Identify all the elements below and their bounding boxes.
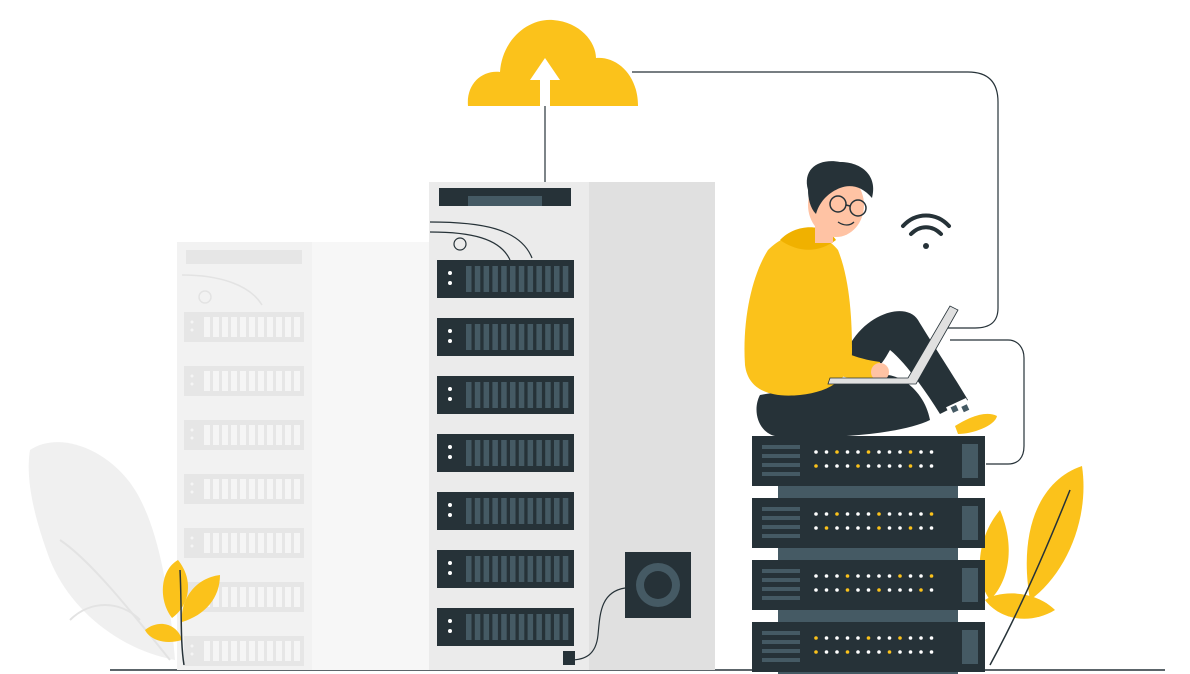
leaf-icon (145, 560, 220, 666)
drive-bay (437, 376, 574, 414)
person-with-laptop (744, 161, 997, 438)
faded-drive-bay (184, 636, 304, 666)
server-rack-stack (752, 436, 985, 674)
faded-drive-bay (184, 528, 304, 558)
rack-unit (752, 436, 985, 498)
drive-bay (437, 260, 574, 298)
cloud-upload-icon (467, 19, 638, 106)
drive-bay (437, 434, 574, 472)
background-leaf (28, 442, 175, 661)
cable-plug (563, 651, 575, 665)
wifi-icon (901, 213, 951, 249)
fan-icon (625, 552, 691, 618)
drive-bay (437, 492, 574, 530)
rack-unit (752, 622, 985, 674)
drive-bay (437, 608, 574, 646)
faded-drive-bay (184, 366, 304, 396)
network-cable-lower (950, 339, 1025, 465)
leaf-icon-right (979, 466, 1084, 666)
rack-unit (752, 560, 985, 622)
drive-bay (437, 318, 574, 356)
rack-unit (752, 498, 985, 560)
faded-drive-bay (184, 312, 304, 342)
faded-drive-bay (184, 474, 304, 504)
faded-server-tower (177, 242, 433, 670)
faded-drive-bay (184, 420, 304, 450)
fan-cable (569, 587, 626, 661)
main-server-tower (429, 182, 715, 670)
drive-bay (437, 550, 574, 588)
network-cable (632, 71, 999, 329)
